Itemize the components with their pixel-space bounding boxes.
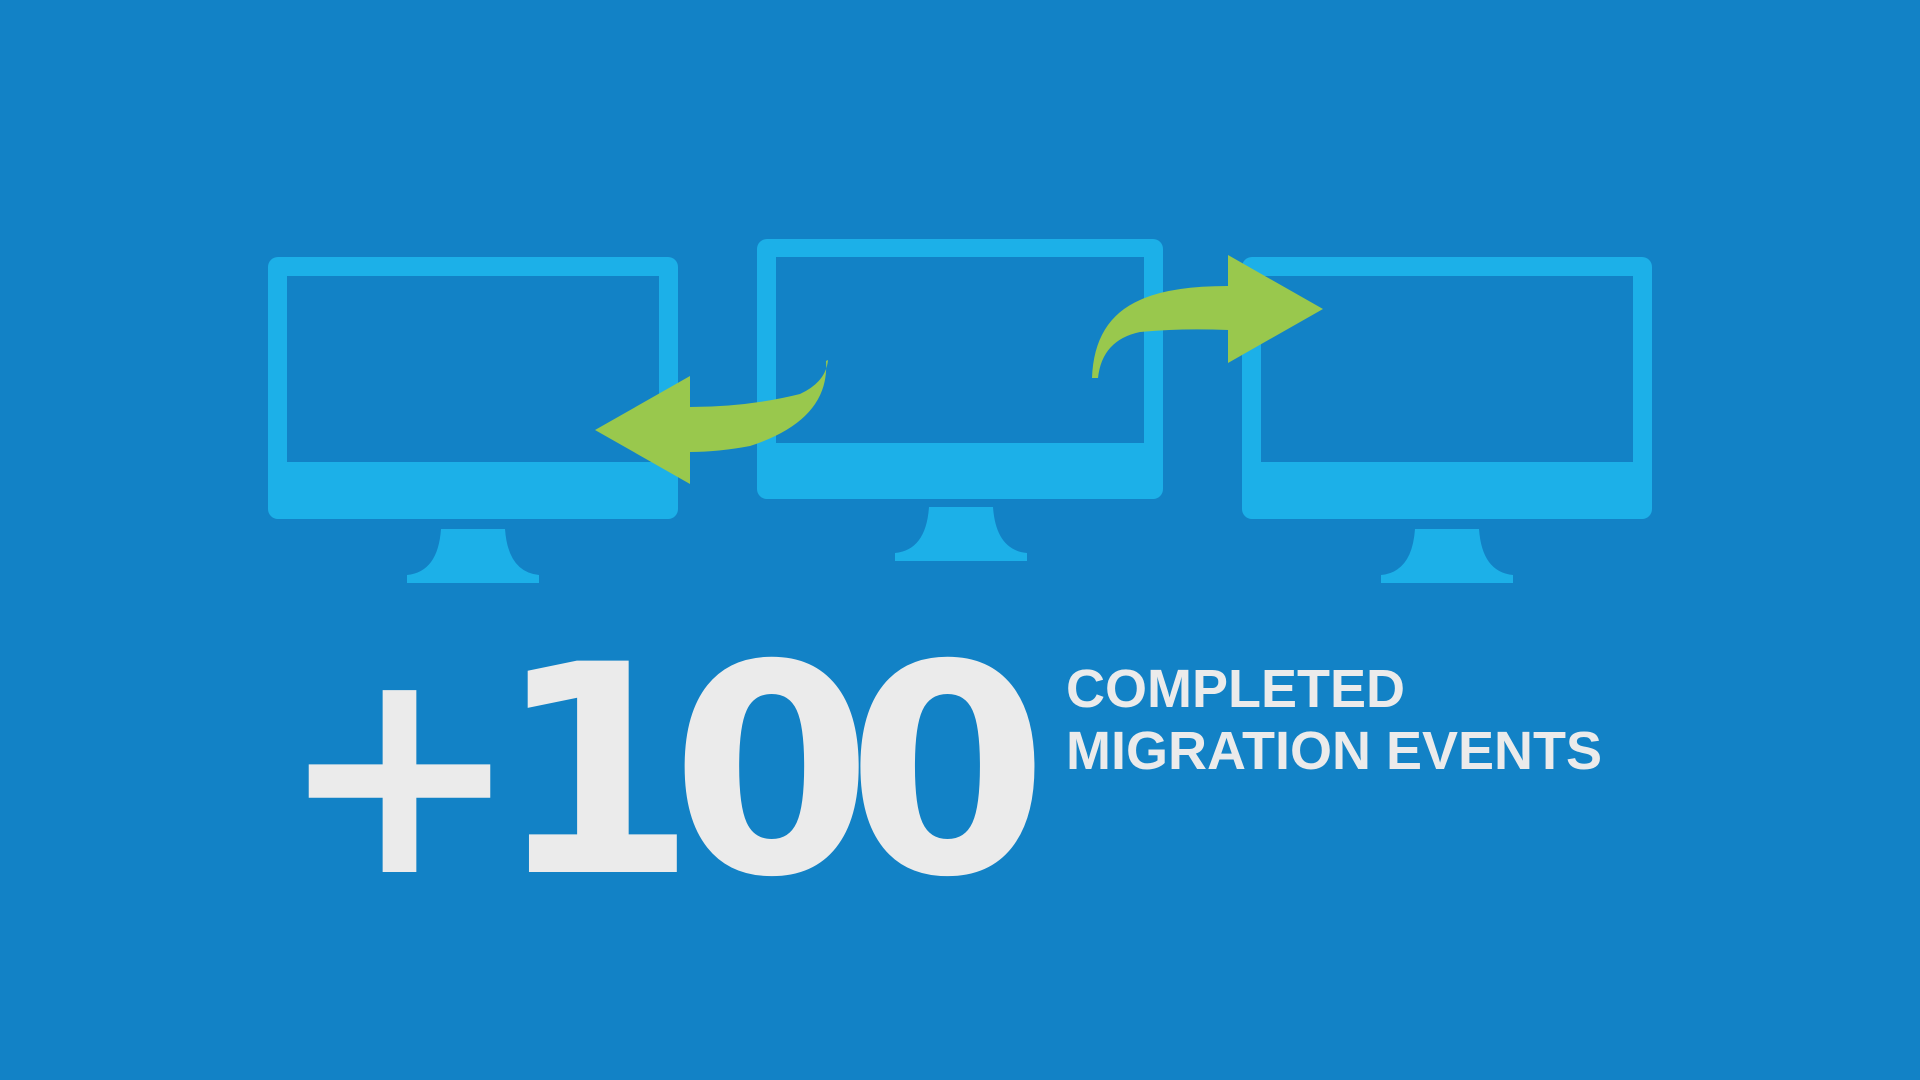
monitor-icon-center (757, 239, 1163, 561)
stat-value: +100 (278, 604, 1048, 941)
migration-stat: +100 COMPLETED MIGRATION EVENTS (278, 628, 1678, 918)
stat-caption-line1: COMPLETED (1066, 659, 1406, 719)
stat-caption-line2: MIGRATION EVENTS (1066, 721, 1603, 781)
curved-arrow-right-icon (1092, 255, 1323, 378)
stat-caption: COMPLETED MIGRATION EVENTS (1066, 658, 1602, 782)
curved-arrow-left-icon (595, 360, 828, 484)
monitor-icon-left (268, 257, 678, 583)
monitor-icon-right (1242, 257, 1652, 583)
